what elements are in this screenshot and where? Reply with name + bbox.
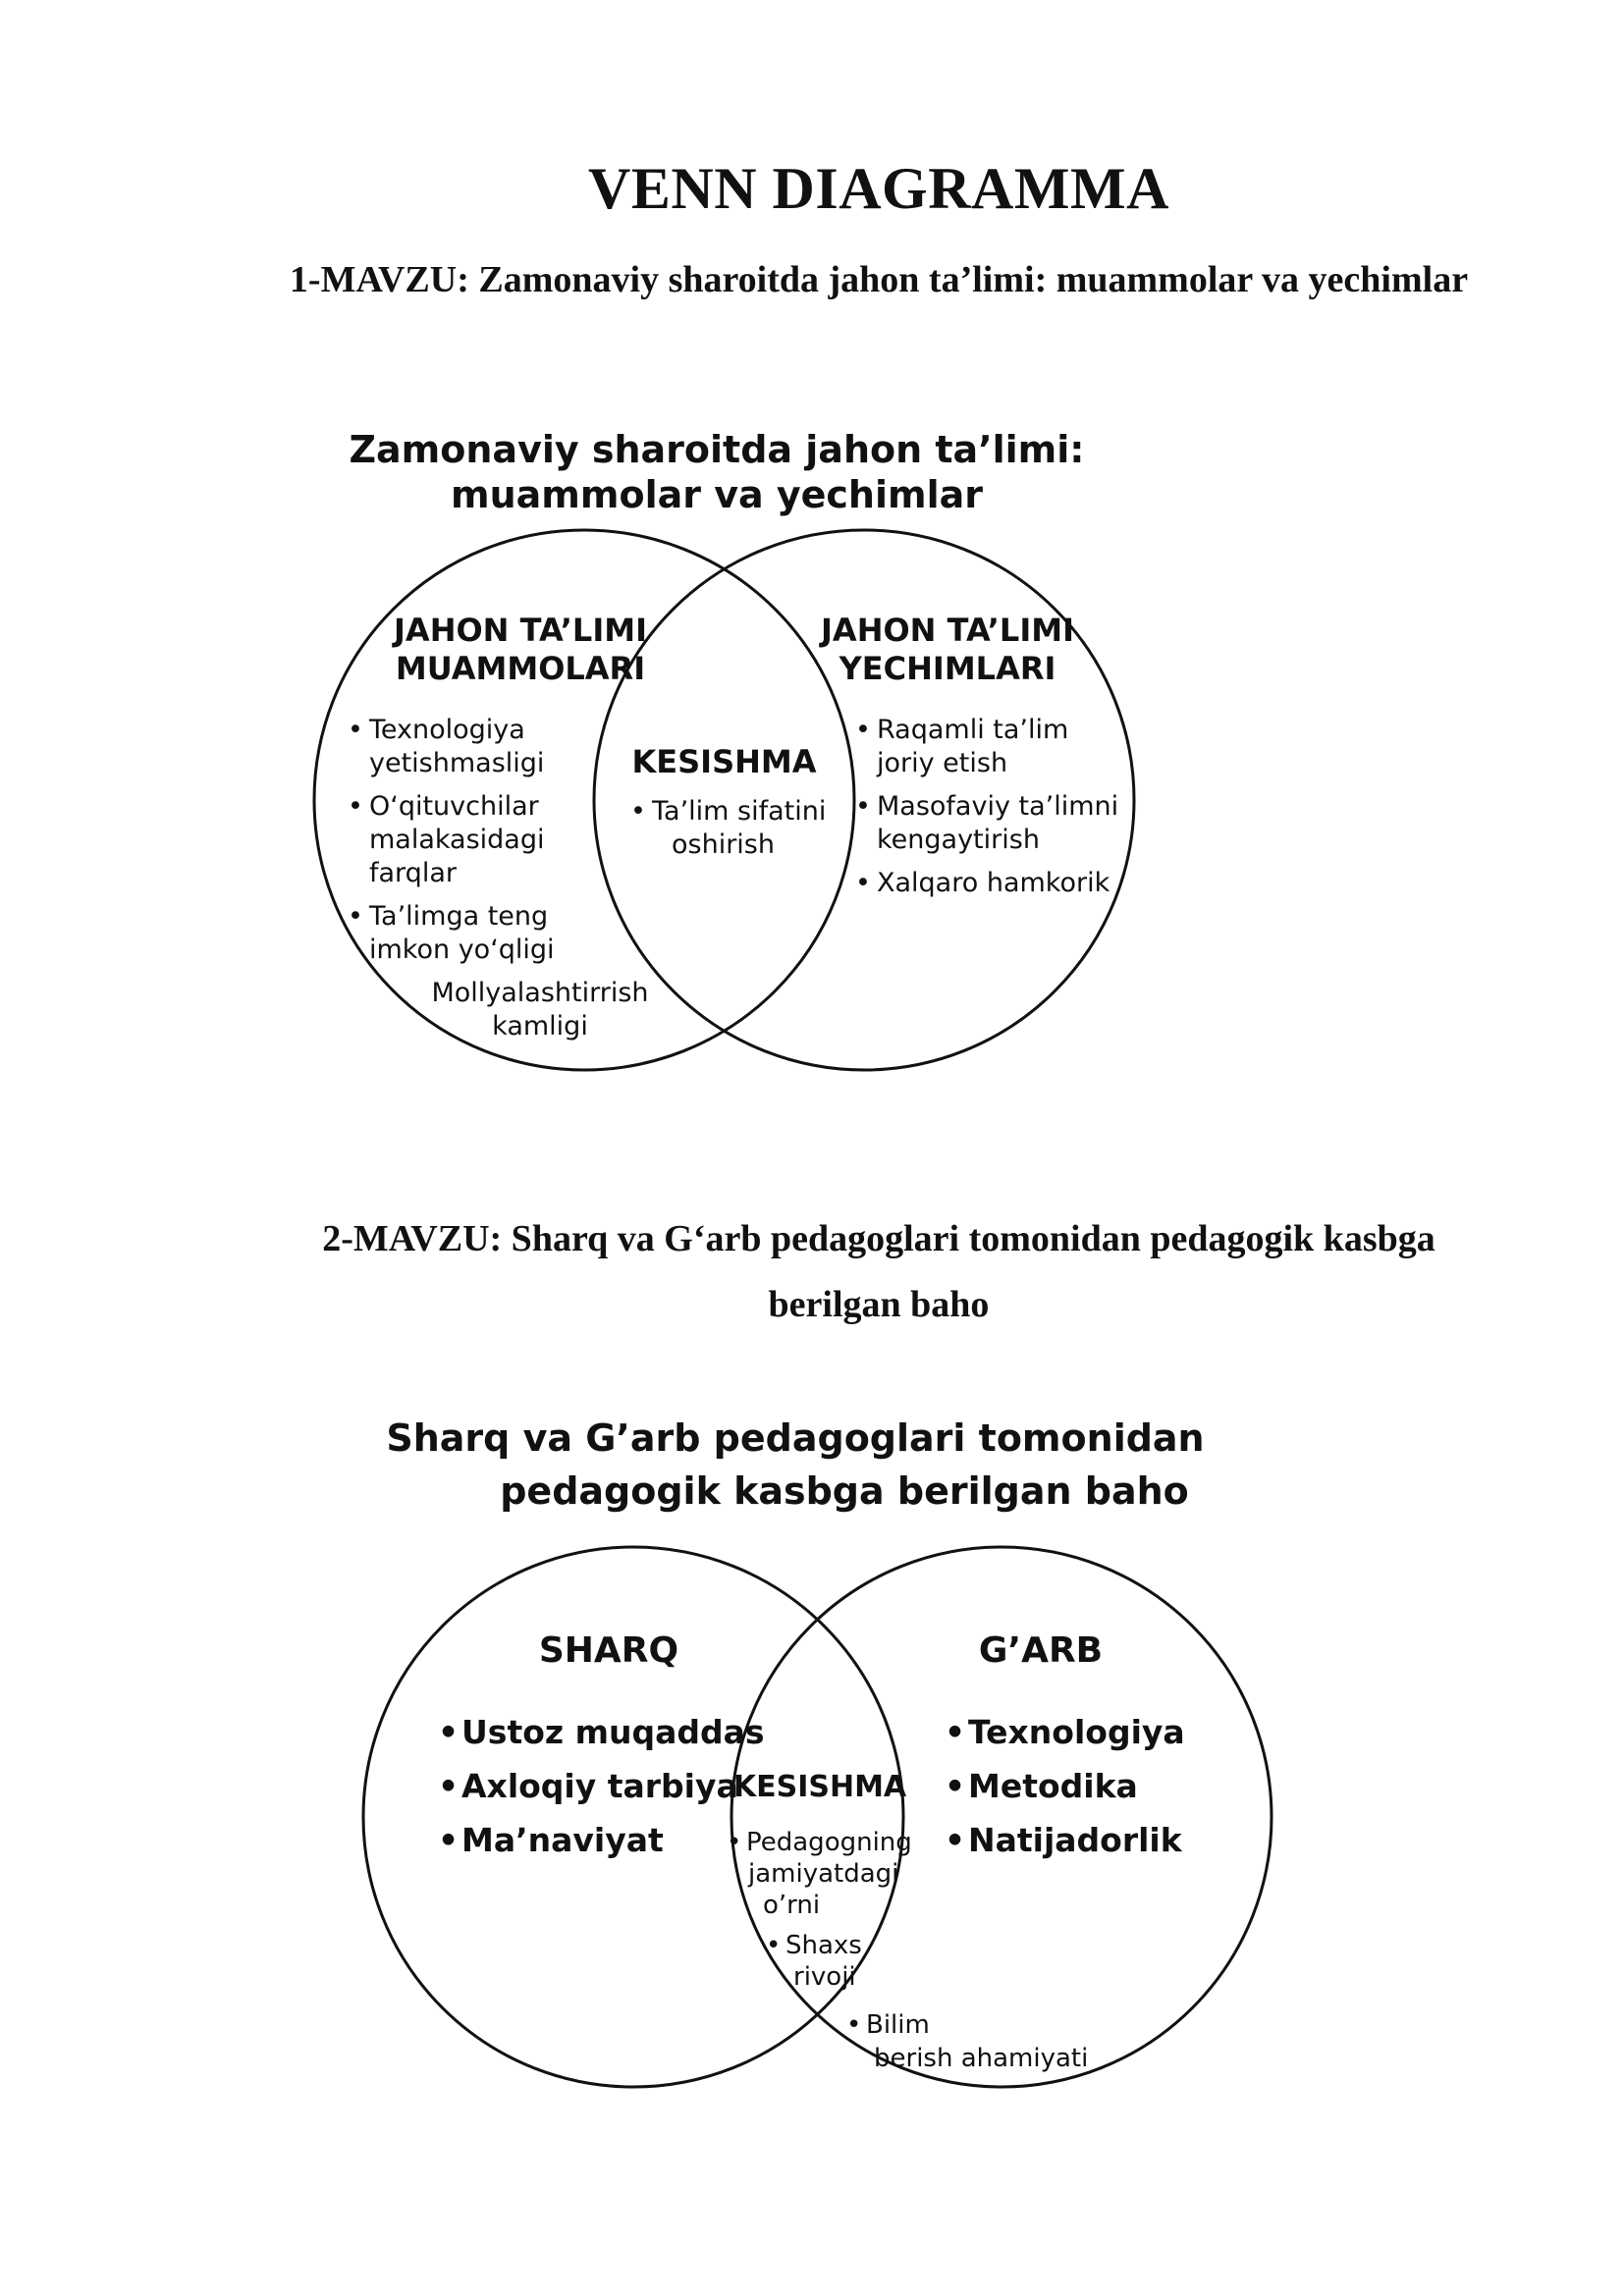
item-line: berish ahamiyati xyxy=(874,2044,1089,2073)
venn2-title-line2: pedagogik kasbga berilgan baho xyxy=(500,1469,1189,1513)
item-line: Ta’limga teng xyxy=(369,901,549,932)
item-line: joriy etish xyxy=(877,748,1008,778)
bullet: • xyxy=(727,1828,742,1857)
item-text: Natijadorlik xyxy=(968,1821,1182,1859)
bullet: • xyxy=(945,1821,966,1859)
page-title: VENN DIAGRAMMA xyxy=(588,156,1169,221)
venn1-right-label-line2: YECHIMLARI xyxy=(839,650,1056,687)
item-text: Ma’naviyat xyxy=(461,1821,664,1859)
item-line: Bilim xyxy=(866,2010,930,2040)
venn2-left-circle xyxy=(361,1545,905,2089)
venn2-title-line1: Sharq va G’arb pedagoglari tomonidan xyxy=(386,1416,1205,1460)
bullet: • xyxy=(438,1767,460,1805)
venn2-right-circle xyxy=(730,1545,1273,2089)
item-line: Texnologiya xyxy=(369,715,525,745)
bullet: • xyxy=(438,1713,460,1751)
venn1-title-line1: Zamonaviy sharoitda jahon ta’limi: xyxy=(349,428,1085,471)
bullet: • xyxy=(945,1767,966,1805)
bullet: • xyxy=(766,1931,782,1960)
item-line: malakasidagi xyxy=(369,825,545,855)
item-line: kamligi xyxy=(492,1011,588,1041)
venn1-right-circle xyxy=(592,528,1136,1072)
item-line: Ta’lim sifatini xyxy=(652,796,827,827)
venn2-left-label: SHARQ xyxy=(538,1630,679,1671)
item-line: kengaytirish xyxy=(877,825,1040,855)
venn2-kesishma-label: KESISHMA xyxy=(732,1770,907,1804)
item-line: imkon yo‘qligi xyxy=(369,934,555,965)
item-text: Texnologiya xyxy=(968,1713,1185,1751)
item-line: oshirish xyxy=(672,829,775,860)
venn1-kesishma-label: KESISHMA xyxy=(631,743,817,780)
bullet: • xyxy=(945,1713,966,1751)
bullet: • xyxy=(630,796,646,827)
item-line: Masofaviy ta’limni xyxy=(877,791,1119,822)
item-line: yetishmasligi xyxy=(369,748,545,778)
item-line: farqlar xyxy=(369,858,457,888)
item-line: Raqamli ta’lim xyxy=(877,715,1069,745)
item-line: jamiyatdagi xyxy=(748,1859,899,1889)
item-line: Pedagogning xyxy=(746,1828,912,1857)
item-line: O‘qituvchilar xyxy=(369,791,539,822)
item-line: o’rni xyxy=(763,1891,821,1920)
item-text: Ustoz muqaddas xyxy=(461,1713,765,1751)
item-line: rivoji xyxy=(793,1962,856,1992)
item-line: Xalqaro hamkorik xyxy=(877,868,1110,898)
topic2-heading-line2: berilgan baho xyxy=(768,1284,990,1325)
bullet: • xyxy=(855,715,871,745)
bullet: • xyxy=(348,901,363,932)
venn1-left-circle xyxy=(312,528,856,1072)
item-line: Mollyalashtirrish xyxy=(431,978,649,1008)
venn1-left-label-line2: MUAMMOLARI xyxy=(395,650,646,687)
venn1-left-label-line1: JAHON TA’LIMI xyxy=(394,612,647,649)
bullet: • xyxy=(846,2010,862,2040)
venn1-title-line2: muammolar va yechimlar xyxy=(450,473,984,516)
bullet: • xyxy=(348,715,363,745)
topic2-heading-line1: 2-MAVZU: Sharq va G‘arb pedagoglari tomo… xyxy=(322,1218,1435,1259)
bullet: • xyxy=(855,791,871,822)
venn2-right-label: G’ARB xyxy=(978,1630,1104,1671)
topic1-heading: 1-MAVZU: Zamonaviy sharoitda jahon ta’li… xyxy=(289,259,1469,300)
bullet: • xyxy=(438,1821,460,1859)
bullet: • xyxy=(855,868,871,898)
bullet: • xyxy=(348,791,363,822)
venn1-right-label-line1: JAHON TA’LIMI xyxy=(821,612,1074,649)
item-line: Shaxs xyxy=(785,1931,862,1960)
item-text: Axloqiy tarbiya xyxy=(461,1767,738,1805)
item-text: Metodika xyxy=(968,1767,1138,1805)
